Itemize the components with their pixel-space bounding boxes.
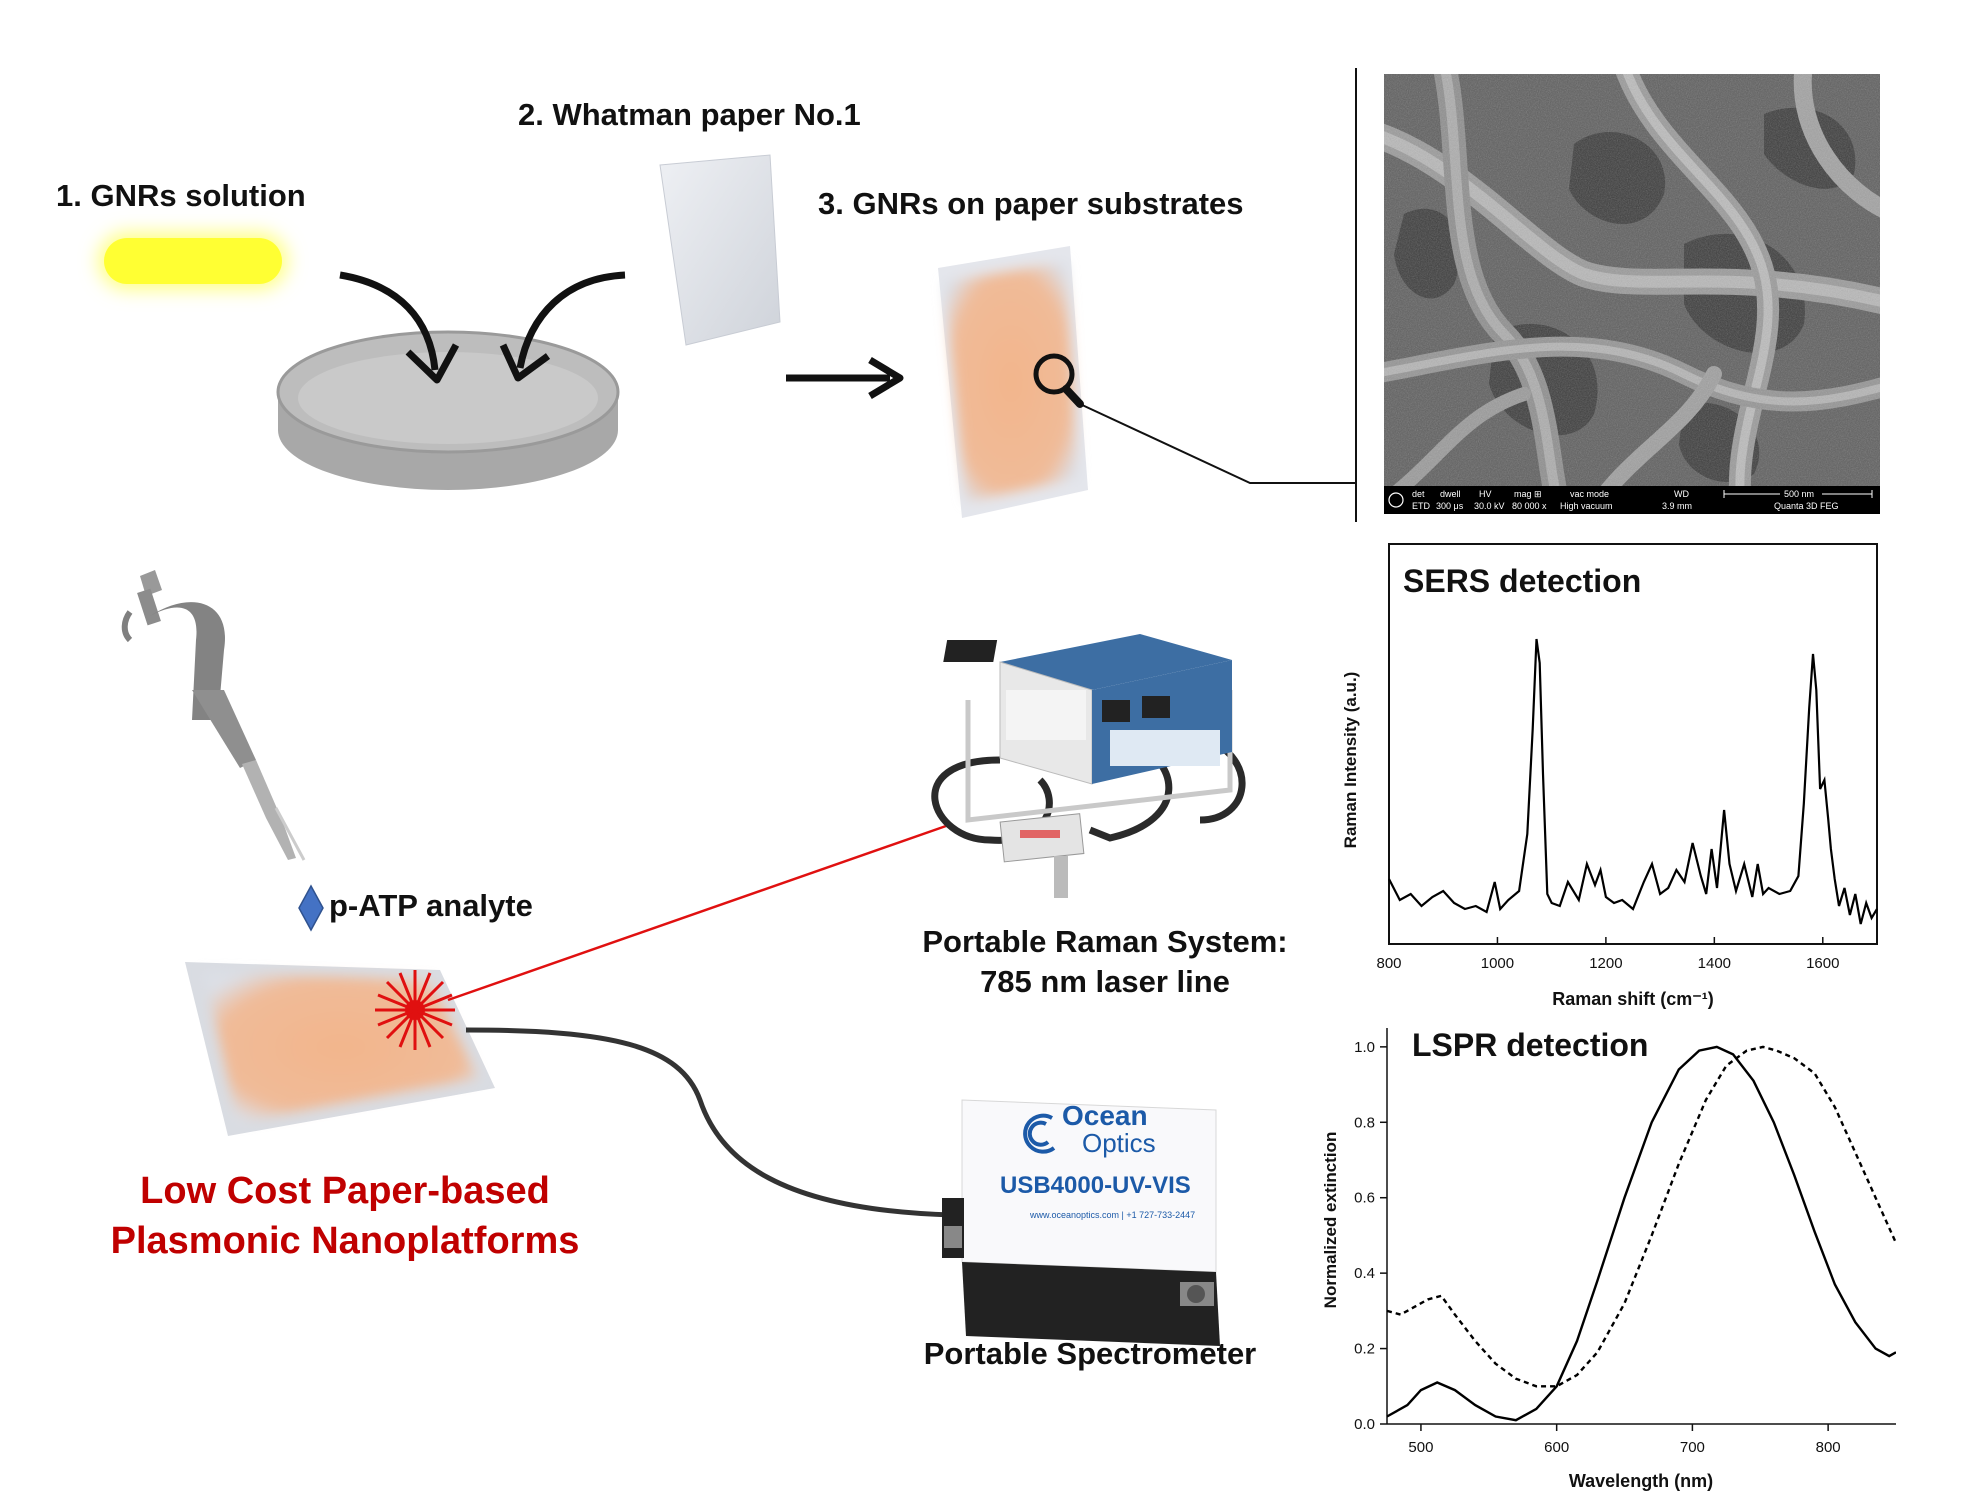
brand-name-bottom: Optics <box>1082 1128 1156 1158</box>
sem-info-value-5: 3.9 mm <box>1662 501 1692 511</box>
step3-label: 3. GNRs on paper substrates <box>818 186 1244 221</box>
sers-x-tick-label: 1000 <box>1481 955 1514 972</box>
sem-info-header-0: det <box>1412 489 1425 499</box>
raman-system-caption: Portable Raman System: 785 nm laser line <box>880 922 1330 1002</box>
lspr-y-tick-label: 0.0 <box>1354 1416 1375 1433</box>
lspr-solid-curve <box>1386 1045 1896 1422</box>
fei-logo-icon <box>1388 492 1404 508</box>
sers-plot-frame <box>1388 543 1878 945</box>
sem-info-value-3: 80 000 x <box>1512 501 1547 511</box>
lspr-y-tick-label: 0.4 <box>1354 1265 1375 1282</box>
analyte-label: p-ATP analyte <box>329 888 533 923</box>
lspr-dashed-curve <box>1386 1045 1896 1388</box>
analyte-diamond-icon <box>298 884 324 932</box>
brand-name-top: Ocean <box>1062 1100 1148 1131</box>
lspr-y-tick-label: 1.0 <box>1354 1039 1375 1056</box>
arrowhead-left-icon <box>405 343 460 384</box>
lspr-x-tick-label: 500 <box>1408 1439 1433 1456</box>
lspr-y-label: Normalized extinction <box>1321 1132 1340 1309</box>
sers-x-tick-label: 800 <box>1376 955 1401 972</box>
whatman-paper-icon <box>659 154 781 346</box>
platform-title: Low Cost Paper-based Plasmonic Nanoplatf… <box>40 1166 650 1266</box>
lspr-y-tick-label: 0.6 <box>1354 1190 1375 1207</box>
sers-title: SERS detection <box>1403 563 1641 599</box>
lspr-ticks: 500 600 700 800 0.0 0.2 0.4 0.6 0.8 1.0 <box>1354 1039 1841 1456</box>
sers-x-tick-label: 1600 <box>1806 955 1839 972</box>
lspr-y-tick-label: 0.2 <box>1354 1341 1375 1358</box>
model-label: USB4000-UV-VIS <box>1000 1172 1191 1199</box>
raman-system-image <box>931 634 1246 898</box>
petri-dish-icon <box>276 330 620 490</box>
sem-info-value-0: ETD <box>1412 501 1431 511</box>
sem-info-value-6: Quanta 3D FEG <box>1774 501 1839 511</box>
raman-system-caption-line2: 785 nm laser line <box>980 964 1230 999</box>
pipette-icon <box>121 570 306 861</box>
lspr-x-tick-label: 800 <box>1816 1439 1841 1456</box>
gnr-paper-substrate-icon <box>938 246 1088 518</box>
lspr-y-tick-label: 0.8 <box>1354 1114 1375 1131</box>
sem-info-value-1: 300 μs <box>1436 501 1464 511</box>
platform-title-line1: Low Cost Paper-based <box>140 1170 550 1212</box>
sem-info-header-4: vac mode <box>1570 489 1609 499</box>
curved-arrow-left-icon <box>339 271 439 371</box>
sem-info-value-2: 30.0 kV <box>1474 501 1505 511</box>
curved-arrow-right-icon <box>516 271 626 369</box>
sem-info-bar: det dwell HV mag ⊞ vac mode WD 500 nm ET… <box>1412 489 1839 511</box>
lspr-title: LSPR detection <box>1412 1027 1648 1063</box>
lspr-x-label: Wavelength (nm) <box>1569 1471 1713 1491</box>
model-small-print: www.oceanoptics.com | +1 727-733-2447 <box>1030 1210 1196 1220</box>
sers-x-tick-label: 1400 <box>1698 955 1731 972</box>
sers-chart: SERS detection 800 1000 1200 1400 1600 Raman… <box>1341 543 1878 1009</box>
gnr-solution-icon <box>98 232 288 290</box>
zoom-connector-line <box>1079 403 1356 484</box>
workflow-illustration <box>98 68 1357 1346</box>
laser-spot-icon <box>375 970 455 1050</box>
sers-x-tick-label: 1200 <box>1589 955 1622 972</box>
step2-label: 2. Whatman paper No.1 <box>518 97 861 132</box>
sem-info-header-6: 500 nm <box>1784 489 1814 499</box>
arrowhead-right-icon <box>499 343 551 382</box>
sers-x-label: Raman shift (cm⁻¹) <box>1552 989 1714 1009</box>
process-arrowhead-icon <box>868 356 904 400</box>
laser-beam-line <box>447 824 947 1002</box>
ocean-optics-logo-icon <box>1023 1113 1056 1154</box>
fiber-optic-cable <box>465 1027 953 1218</box>
paper-substrate-icon <box>185 962 495 1136</box>
raman-system-caption-line1: Portable Raman System: <box>922 924 1288 959</box>
spectrometer-image <box>942 1099 1220 1346</box>
sers-y-label: Raman Intensity (a.u.) <box>1341 672 1360 849</box>
sem-info-header-2: HV <box>1479 489 1492 499</box>
lspr-chart: LSPR detection 500 600 700 800 0.0 0.2 0.4 0.6 0… <box>1321 1027 1896 1491</box>
sem-scale-bar <box>1723 490 1873 498</box>
sem-info-header-3: mag ⊞ <box>1514 489 1542 499</box>
sem-micrograph: det dwell HV mag ⊞ vac mode WD 500 nm ET… <box>1384 74 1880 514</box>
sers-x-ticks: 800 1000 1200 1400 1600 <box>1376 937 1839 972</box>
step1-label: 1. GNRs solution <box>56 178 306 213</box>
spectrometer-caption: Portable Spectrometer <box>923 1336 1257 1371</box>
sem-info-header-5: WD <box>1674 489 1689 499</box>
platform-title-line2: Plasmonic Nanoplatforms <box>110 1220 580 1262</box>
sem-info-header-1: dwell <box>1440 489 1461 499</box>
sers-spectrum-line <box>1388 638 1878 925</box>
lspr-x-tick-label: 600 <box>1544 1439 1569 1456</box>
lspr-x-tick-label: 700 <box>1680 1439 1705 1456</box>
sem-info-value-4: High vacuum <box>1560 501 1613 511</box>
magnifier-icon <box>1033 353 1084 408</box>
